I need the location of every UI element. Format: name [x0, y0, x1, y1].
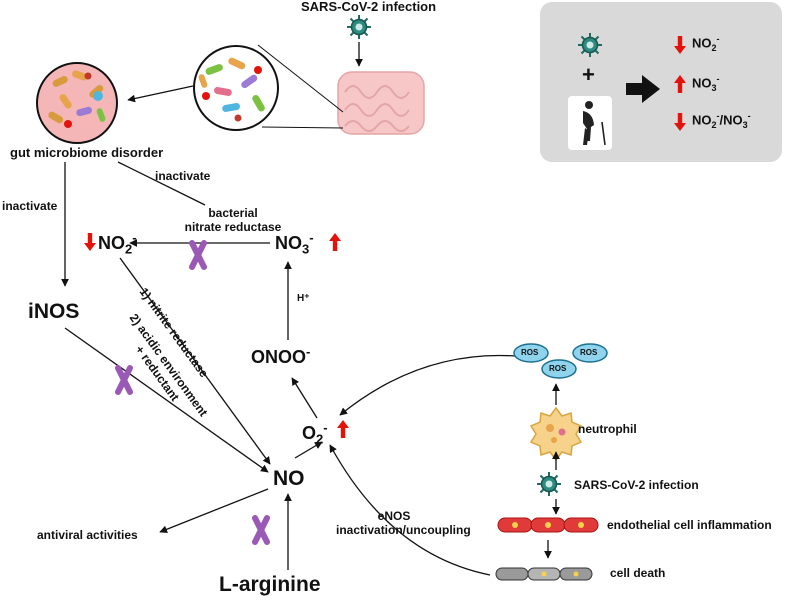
decrease-arrow-no2 [84, 233, 96, 251]
neutrophil-label: neutrophil [578, 422, 637, 436]
increase-arrow-o2 [337, 420, 349, 438]
bacterial-nitrate-reductase-label: bacterial nitrate reductase [184, 206, 282, 234]
gut-microbiome-disorder-icon [36, 62, 118, 144]
bacteria-magnified-icon [193, 45, 279, 131]
inactivate-label-right: inactivate [155, 169, 211, 183]
enos-label: eNOS inactivation/uncoupling [336, 509, 471, 537]
elderly-person-icon [568, 96, 612, 150]
no3-label: NO3- [275, 230, 314, 257]
infection-label-top: SARS-CoV-2 infection [301, 0, 437, 14]
ros-label-1: ROS [521, 348, 539, 357]
increase-arrow-no3 [329, 233, 341, 251]
ros-label-3: ROS [580, 348, 598, 357]
legend-virus-icon [577, 32, 603, 58]
dead-cells-icon [495, 567, 593, 581]
superoxide-label: O2- [302, 420, 328, 447]
cell-death-label: cell death [610, 566, 666, 580]
block-x-icon-inos [118, 368, 130, 392]
antiviral-activities-label: antiviral activities [37, 528, 138, 542]
virus-icon-right [536, 471, 562, 497]
inactivate-label-left: inactivate [2, 199, 58, 213]
endothelial-cells-icon [497, 517, 599, 533]
legend-ratio-label: NO2-/NO3- [692, 111, 751, 130]
no2-label: NO2- [98, 230, 137, 257]
legend-no2-label: NO2- [692, 34, 720, 53]
legend-result-arrow [626, 75, 660, 103]
block-x-icon-nitrate-reductase [192, 243, 204, 267]
h-plus-label: H⁺ [297, 293, 310, 304]
block-x-icon-enos [255, 518, 267, 542]
endothelial-inflammation-label: endothelial cell inflammation [607, 518, 772, 532]
ros-label-2: ROS [549, 364, 567, 373]
legend-no3-label: NO3- [692, 74, 720, 93]
virus-icon-top [346, 14, 372, 40]
no-label: NO [273, 467, 305, 490]
inos-label: iNOS [28, 300, 80, 323]
onoo-label: ONOO- [251, 344, 311, 367]
l-arginine-label: L-arginine [219, 573, 321, 596]
gut-microbiome-disorder-label: gut microbiome disorder [10, 145, 164, 160]
infection-label-right: SARS-CoV-2 infection [574, 478, 699, 492]
legend-plus: + [582, 62, 595, 87]
ros-ellipses [513, 343, 608, 379]
intestine-icon [337, 71, 425, 135]
